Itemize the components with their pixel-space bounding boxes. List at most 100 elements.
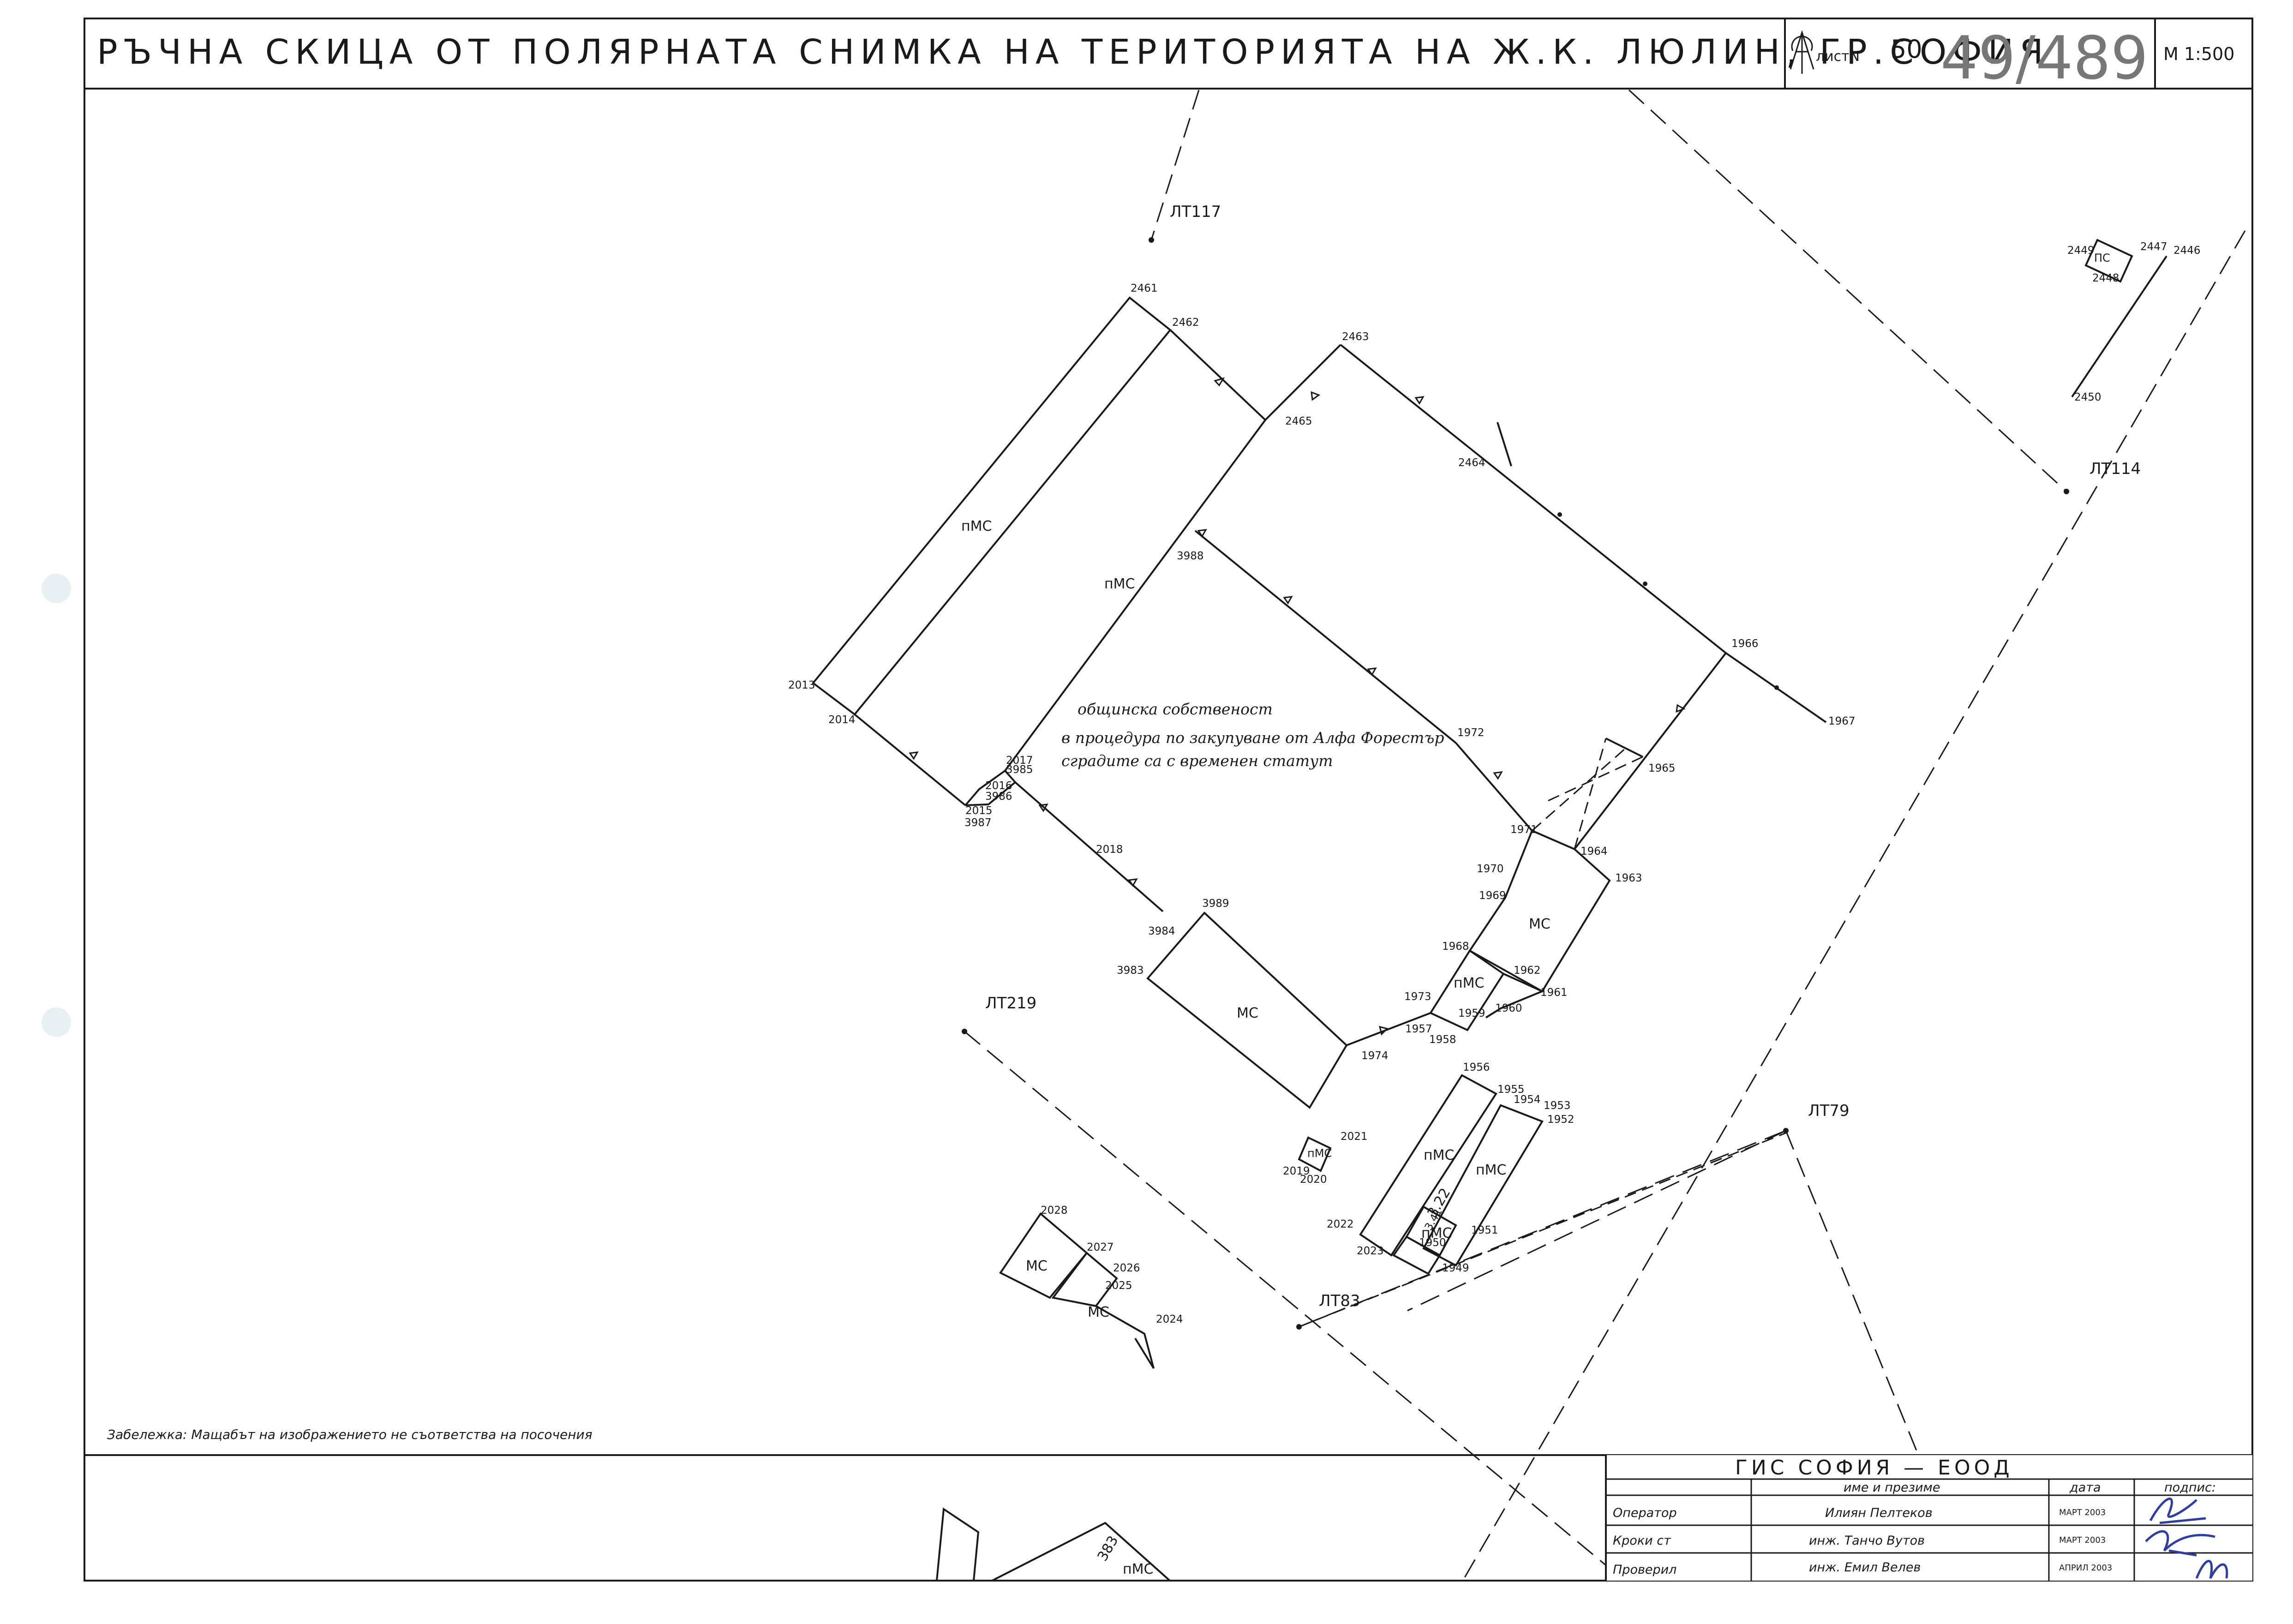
point-label: 2026 (1113, 1262, 1140, 1274)
role-label: Кроки ст (1613, 1534, 1671, 1548)
punch-hole (42, 574, 71, 603)
ownership-note-line: общинска собственост (1078, 700, 1273, 718)
point-label: 3989 (1202, 898, 1229, 910)
point-label: 2449 (2067, 245, 2095, 257)
point-label: 2015 (965, 805, 993, 817)
area-label: пМС (1421, 1225, 1452, 1241)
point-label: 2016 (985, 780, 1012, 792)
area-label: пМС (1454, 975, 1484, 991)
area-label: пМС (1307, 1147, 1332, 1160)
point-label: 3983 (1117, 965, 1144, 977)
area-label: МС (1026, 1258, 1048, 1274)
point-label: 1970 (1477, 863, 1504, 875)
point-label: 2020 (1300, 1174, 1327, 1186)
point-label: 1954 (1514, 1094, 1541, 1106)
station-label: ЛТ83 (1319, 1292, 1360, 1310)
point-label: 2448 (2092, 272, 2119, 284)
column-header: име и презиме (1844, 1480, 1940, 1495)
point-label: 2447 (2140, 241, 2167, 253)
point-label: 3987 (964, 817, 992, 829)
point-label: 1971 (1510, 824, 1538, 836)
point-label: 2024 (1156, 1313, 1183, 1325)
ownership-note-line: в процедура по закупуване от Алфа Форест… (1061, 729, 1444, 747)
point-label: 2019 (1283, 1165, 1310, 1177)
point-label: 1964 (1581, 845, 1608, 857)
point-label: 1968 (1442, 941, 1469, 953)
point-label: 2022 (1327, 1218, 1354, 1230)
point-label: 2446 (2173, 245, 2201, 257)
direction-markers (909, 237, 2069, 1330)
area-label: пМС (1424, 1147, 1454, 1163)
point-label: 1958 (1429, 1034, 1456, 1046)
scale-label: М 1:500 (2163, 44, 2234, 64)
point-label: 2462 (1172, 317, 1199, 329)
page-title: РЪЧНА СКИЦА ОТ ПОЛЯРНАТА СНИМКА НА ТЕРИТ… (97, 32, 2049, 72)
column-header: дата (2069, 1480, 2101, 1495)
point-label: 1950 (1419, 1237, 1446, 1249)
area-label: пМС (1476, 1162, 1506, 1178)
station-label: ЛТ114 (2089, 460, 2141, 478)
point-label: 3988 (1177, 550, 1204, 562)
point-label: 1952 (1547, 1114, 1575, 1126)
area-label: пМС (1104, 576, 1135, 592)
point-label: 2017 (1006, 755, 1033, 767)
point-label: 1974 (1361, 1050, 1389, 1062)
point-label: 2018 (1096, 844, 1123, 856)
ownership-note-line: сградите са с временен статут (1061, 752, 1333, 770)
company-name: ГИС СОФИЯ — ЕООД (1735, 1456, 2013, 1480)
point-label: 2021 (1341, 1131, 1368, 1143)
signature (2149, 1498, 2206, 1524)
area-label: МС (1237, 1005, 1258, 1021)
point-label: 1967 (1828, 715, 1856, 727)
point-label: 3984 (1148, 925, 1175, 937)
point-label: 2450 (2074, 391, 2101, 403)
point-label: 1962 (1514, 965, 1541, 977)
role-label: Проверил (1613, 1563, 1676, 1577)
station-label: ЛТ117 (1170, 203, 1221, 221)
parcel-lines (812, 239, 2167, 1582)
point-label: 1960 (1495, 1002, 1522, 1014)
point-label: 1957 (1405, 1023, 1432, 1035)
traverse-lines (964, 89, 2246, 1581)
signature (2145, 1530, 2215, 1557)
row-date: МАРТ 2003 (2059, 1535, 2106, 1545)
point-numbers: 2461 2462 2463 2465 2464 3988 1966 1967 … (788, 241, 2201, 1325)
point-label: 1949 (1442, 1262, 1469, 1274)
point-label: 1961 (1540, 987, 1568, 999)
point-label: 2461 (1131, 282, 1158, 294)
point-label: 1955 (1497, 1084, 1525, 1096)
point-label: 1959 (1458, 1007, 1485, 1019)
point-label: 1972 (1457, 727, 1485, 739)
point-label: 2023 (1357, 1245, 1384, 1257)
point-label: 2028 (1041, 1205, 1068, 1217)
station-label: ЛТ219 (985, 994, 1036, 1013)
person-name: Илиян Пелтеков (1825, 1506, 1933, 1520)
point-label: 2464 (1458, 457, 1485, 469)
station-label: ЛТ79 (1808, 1102, 1850, 1120)
point-label: 2463 (1342, 331, 1369, 343)
handwritten-code: 49/489 (1940, 24, 2148, 93)
person-name: инж. Емил Велев (1809, 1560, 1921, 1575)
point-label: 2025 (1105, 1280, 1132, 1292)
area-label: ПС (2094, 252, 2110, 264)
point-label: 1953 (1544, 1100, 1571, 1112)
north-arrow-icon (1790, 30, 1814, 74)
point-label: 2465 (1285, 415, 1312, 427)
point-label: 1965 (1648, 762, 1676, 774)
point-label: 1963 (1615, 872, 1642, 884)
sheet-frame (84, 18, 2253, 1582)
point-label: 1966 (1731, 638, 1759, 650)
signature (2195, 1560, 2228, 1579)
sheet-number: 50 (1891, 35, 1922, 64)
point-label: 1969 (1479, 890, 1506, 902)
area-label: пМС (1123, 1561, 1153, 1577)
point-label: 3986 (985, 791, 1012, 803)
area-label: МС (1529, 916, 1551, 932)
point-label: 3985 (1006, 764, 1033, 776)
point-label: 1973 (1404, 991, 1431, 1003)
point-label: 2014 (828, 714, 856, 726)
point-label: 2013 (788, 679, 815, 691)
person-name: инж. Танчо Вутов (1809, 1534, 1925, 1548)
area-label: пМС (961, 518, 992, 534)
